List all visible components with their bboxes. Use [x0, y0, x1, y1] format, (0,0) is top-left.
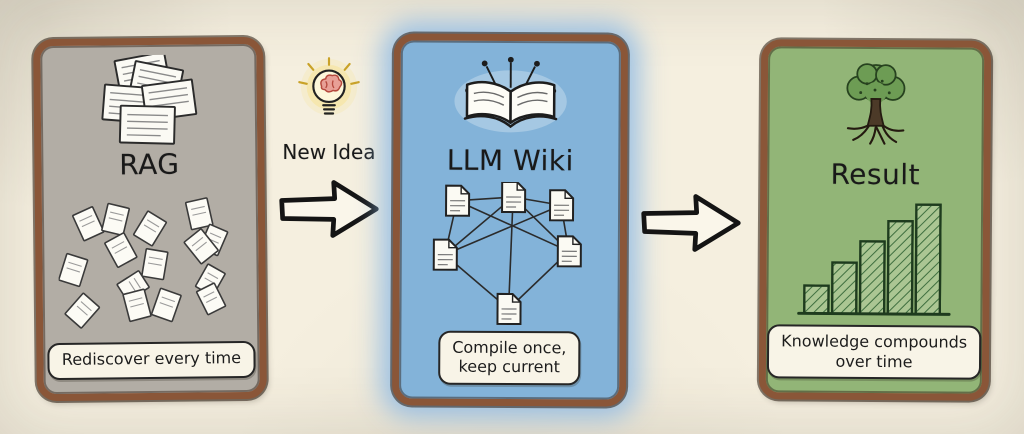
- scattered-papers-icon: [58, 196, 243, 332]
- caption-rag: Rediscover every time: [47, 340, 256, 381]
- caption-line: Compile once,: [452, 337, 567, 358]
- connector-rag-to-wiki: New Idea: [266, 54, 392, 244]
- caption-llm-wiki: Compile once, keep current: [438, 330, 581, 386]
- caption-result: Knowledge compounds over time: [766, 324, 982, 380]
- arrow-right-icon: [635, 188, 747, 258]
- caption-line: Rediscover every time: [61, 348, 242, 369]
- paper-stack-icon: [83, 54, 214, 147]
- tree-icon: [825, 57, 926, 158]
- arrow-right-icon: [273, 174, 385, 244]
- card-title-result: Result: [830, 157, 921, 192]
- card-title-llm-wiki: LLM Wiki: [446, 143, 574, 178]
- caption-line: keep current: [458, 357, 560, 377]
- bar-chart-icon: [790, 195, 959, 326]
- card-result: Result: [758, 39, 992, 401]
- lightbulb-icon: [296, 54, 362, 140]
- card-llm-wiki: LLM Wiki: [392, 33, 628, 407]
- circuit-book-icon: [435, 51, 585, 144]
- card-rag: RAG: [33, 36, 267, 402]
- document-network-icon: [425, 181, 594, 331]
- connector-wiki-to-result: [632, 188, 750, 258]
- new-idea-label: New Idea: [282, 140, 376, 164]
- caption-line: over time: [835, 351, 913, 371]
- card-title-rag: RAG: [119, 147, 180, 182]
- caption-line: Knowledge compounds: [781, 331, 968, 352]
